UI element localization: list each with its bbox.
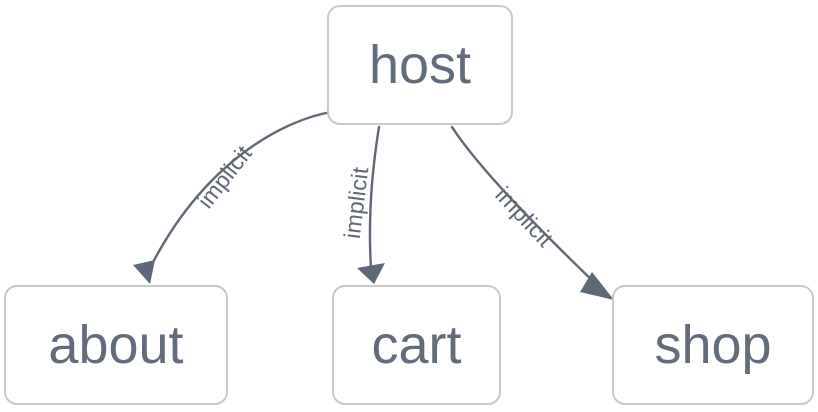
edge-host-cart[interactable]: implicit	[339, 125, 385, 284]
edge-path-host-shop	[450, 125, 602, 290]
edge-host-shop[interactable]: implicit	[450, 125, 614, 300]
node-cart-label: cart	[371, 315, 462, 375]
node-shop[interactable]: shop	[612, 285, 814, 405]
edge-label-host-cart: implicit	[339, 165, 374, 240]
arrowhead-about-icon	[133, 260, 155, 284]
node-host[interactable]: host	[327, 5, 513, 125]
node-shop-label: shop	[654, 315, 772, 375]
node-about-label: about	[48, 315, 184, 375]
edge-label-host-about: implicit	[192, 140, 257, 213]
edge-path-host-about	[148, 110, 333, 270]
node-about[interactable]: about	[4, 285, 228, 405]
edge-host-about[interactable]: implicit	[133, 110, 333, 284]
node-cart[interactable]: cart	[332, 285, 501, 405]
edge-label-host-shop: implicit	[490, 182, 558, 253]
arrowhead-cart-icon	[357, 263, 385, 284]
arrowhead-shop-icon	[580, 272, 614, 300]
edge-path-host-cart	[368, 125, 381, 270]
node-host-label: host	[368, 35, 472, 95]
